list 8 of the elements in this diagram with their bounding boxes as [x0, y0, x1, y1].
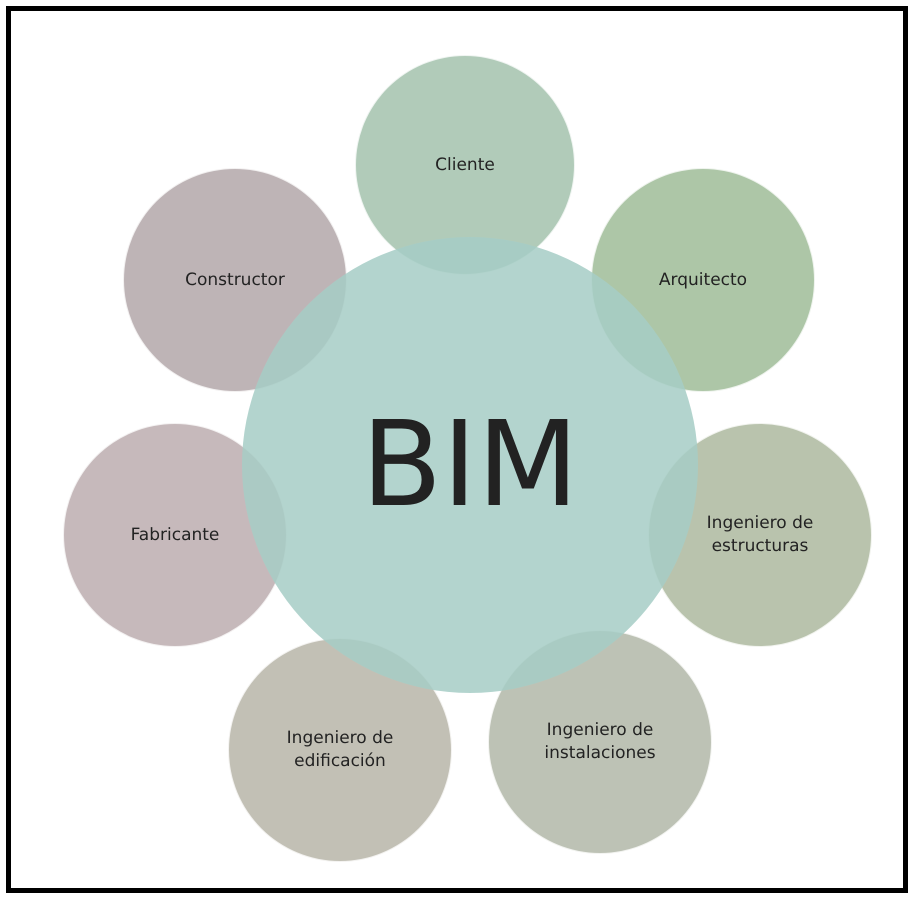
role-label: Ingeniero de instalaciones [543, 719, 657, 765]
role-label: Ingeniero de edificación [286, 727, 394, 773]
role-label: Ingeniero de estructuras [706, 512, 814, 558]
role-label: Arquitecto [658, 268, 748, 292]
role-label: Cliente [435, 154, 495, 176]
role-label: Constructor [185, 268, 285, 292]
center-title: BIM [361, 394, 579, 536]
role-label: Fabricante [130, 524, 220, 546]
